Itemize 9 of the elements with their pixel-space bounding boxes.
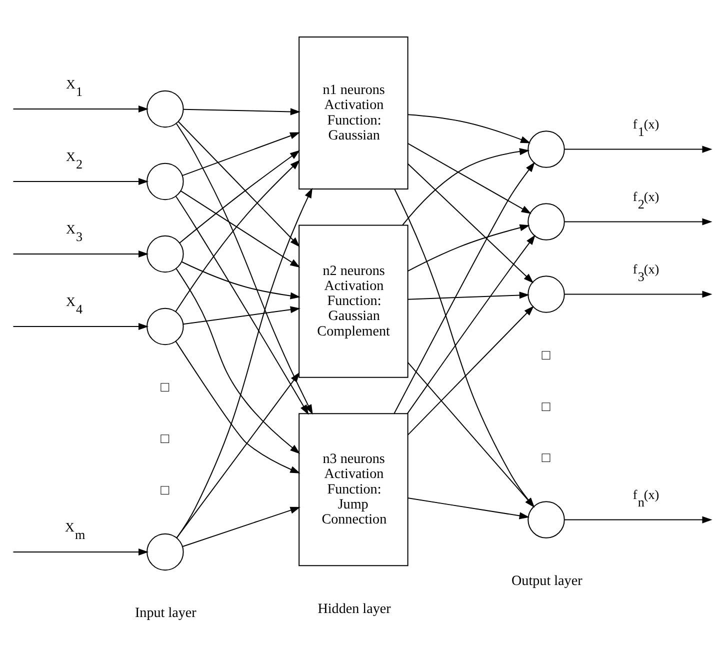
label: Input layer: [134, 605, 196, 622]
label: □: [542, 450, 550, 466]
label: □: [542, 398, 550, 415]
label: □: [542, 347, 550, 364]
label: Output layer: [512, 572, 582, 589]
label: Hidden layer: [318, 601, 391, 618]
label: □: [160, 380, 170, 396]
label: □: [160, 482, 170, 498]
label: □: [160, 430, 170, 447]
